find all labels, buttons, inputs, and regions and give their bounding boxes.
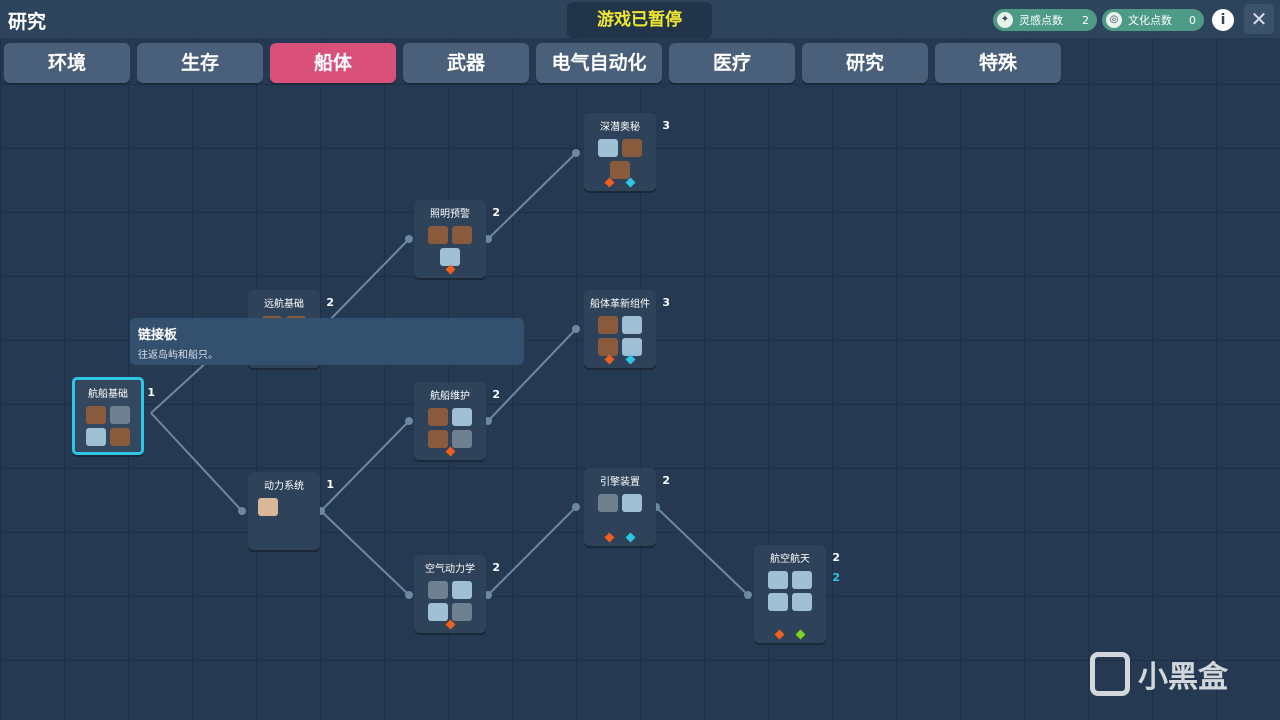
cyan-marker-icon <box>625 177 636 188</box>
paused-banner: 游戏已暂停 <box>567 2 712 38</box>
orange-marker-icon <box>445 264 455 275</box>
close-button[interactable]: ✕ <box>1244 4 1274 34</box>
orange-marker-icon <box>604 354 615 365</box>
item-icons <box>414 226 486 266</box>
tab-special[interactable]: 特殊 <box>935 43 1061 83</box>
item-tooltip: 链接板 往返岛屿和船只。 <box>130 318 524 365</box>
watermark: 小黑盒 <box>1090 652 1228 696</box>
info-button[interactable]: i <box>1212 9 1234 31</box>
tooltip-title: 链接板 <box>138 328 178 343</box>
item-icons <box>414 581 486 621</box>
cyan-marker-icon <box>625 354 636 365</box>
tab-research[interactable]: 研究 <box>802 43 928 83</box>
tooltip-description: 往返岛屿和船只。 <box>138 350 218 361</box>
culture-points: ◎ 文化点数 0 <box>1102 9 1204 31</box>
orange-marker-icon <box>604 532 615 543</box>
item-icons <box>584 494 656 512</box>
top-bar: 研究 游戏已暂停 ✦ 灵感点数 2 ◎ 文化点数 0 i ✕ <box>0 0 1280 38</box>
tab-survival[interactable]: 生存 <box>137 43 263 83</box>
orange-marker-icon <box>774 629 785 640</box>
tab-weapons[interactable]: 武器 <box>403 43 529 83</box>
lightbulb-icon: ✦ <box>997 12 1013 28</box>
item-icons <box>414 408 486 448</box>
orange-marker-icon <box>445 619 455 630</box>
logo-icon <box>1090 652 1130 696</box>
orange-marker-icon <box>445 446 455 457</box>
tab-hull[interactable]: 船体 <box>270 43 396 83</box>
tab-environment[interactable]: 环境 <box>4 43 130 83</box>
cyan-marker-icon <box>625 532 636 543</box>
inspiration-points: ✦ 灵感点数 2 <box>993 9 1097 31</box>
item-icons <box>584 316 656 356</box>
orange-marker-icon <box>604 177 615 188</box>
green-marker-icon <box>795 629 806 640</box>
page-title: 研究 <box>8 11 47 33</box>
tab-medical[interactable]: 医疗 <box>669 43 795 83</box>
item-icons <box>75 406 141 446</box>
item-icons <box>248 498 320 516</box>
tab-electric-automation[interactable]: 电气自动化 <box>536 43 662 83</box>
item-icons <box>754 571 826 611</box>
scroll-icon: ◎ <box>1106 12 1122 28</box>
item-icons <box>584 139 656 179</box>
